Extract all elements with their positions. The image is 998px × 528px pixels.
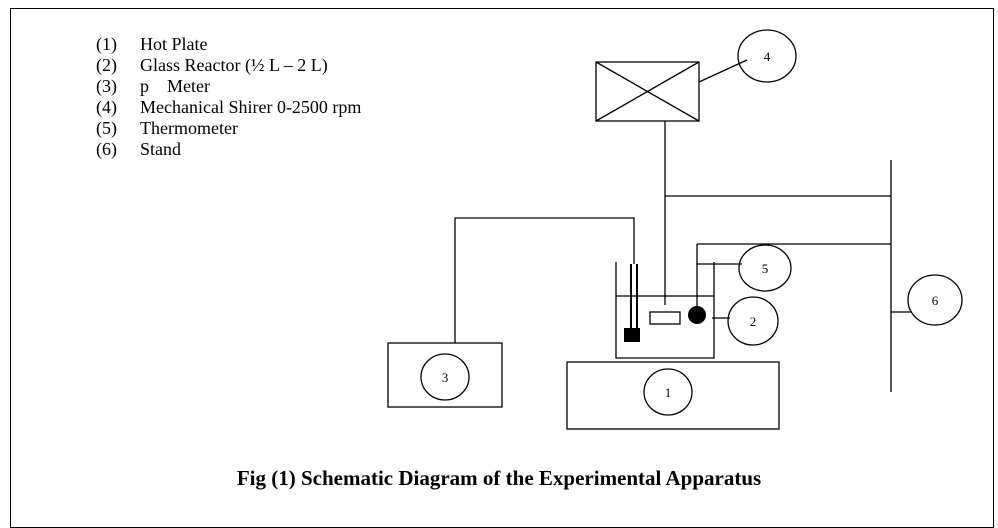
legend-number: (6) (96, 139, 117, 159)
legend-label: Thermometer (140, 118, 238, 138)
label-3: 3 (442, 370, 449, 385)
legend-label: p Meter (140, 76, 210, 96)
stirrer-box-cross-b (595, 61, 700, 122)
label-circle-6 (907, 274, 963, 326)
legend-item-hot-plate: (1) Hot Plate (96, 34, 361, 55)
label-circle-3 (420, 353, 470, 401)
legend-label: Mechanical Shirer 0-2500 rpm (140, 97, 362, 117)
apparatus-diagram: 4 5 2 6 3 1 (387, 29, 963, 430)
label-5: 5 (762, 261, 769, 276)
legend-label: Glass Reactor (½ L – 2 L) (140, 55, 328, 75)
label-1: 1 (665, 385, 672, 400)
legend: (1) Hot Plate (2) Glass Reactor (½ L – 2 L… (96, 34, 361, 160)
glass-reactor-vessel (615, 262, 715, 359)
label-4: 4 (764, 49, 771, 64)
label-circle-1 (643, 368, 693, 416)
stirrer-leader-line (698, 59, 748, 83)
legend-item-stirrer: (4) Mechanical Shirer 0-2500 rpm (96, 97, 361, 118)
legend-item-ph-meter: (3) p Meter (96, 76, 361, 97)
ph-probe-cable (454, 217, 635, 343)
legend-label: Hot Plate (140, 34, 208, 54)
legend-number: (2) (96, 55, 117, 75)
label-2: 2 (750, 314, 757, 329)
legend-label: Stand (140, 139, 182, 159)
figure-caption: Fig (1) Schematic Diagram of the Experim… (236, 466, 762, 490)
label-circle-4 (737, 29, 797, 83)
hot-plate-box (566, 361, 780, 430)
label-6: 6 (932, 293, 939, 308)
label-circle-5 (738, 244, 792, 292)
legend-item-stand: (6) Stand (96, 139, 361, 160)
legend-number: (3) (96, 76, 117, 96)
legend-number: (5) (96, 118, 117, 138)
ph-meter-box (387, 342, 503, 408)
thermometer-bulb (688, 306, 706, 324)
ph-probe-tip (624, 328, 640, 342)
legend-item-thermometer: (5) Thermometer (96, 118, 361, 139)
label-circle-2 (727, 296, 779, 346)
legend-number: (1) (96, 34, 117, 54)
stirrer-impeller (649, 311, 681, 325)
legend-number: (4) (96, 97, 117, 117)
stirrer-motor-box (595, 61, 700, 122)
legend-item-glass-reactor: (2) Glass Reactor (½ L – 2 L) (96, 55, 361, 76)
